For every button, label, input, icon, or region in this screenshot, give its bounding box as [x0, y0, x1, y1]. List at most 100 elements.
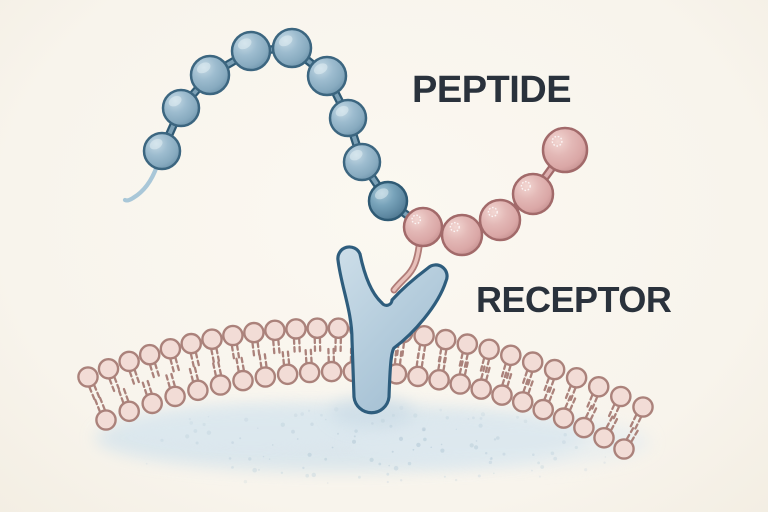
shadow-dot — [160, 438, 164, 442]
shadow-dot — [391, 450, 394, 453]
lipid-tail — [398, 350, 403, 367]
peptide-bead-blue — [342, 142, 382, 182]
lipid-tail — [609, 417, 619, 433]
lipid-head — [138, 343, 161, 366]
shadow-dot — [455, 428, 457, 430]
shadow-dot — [490, 457, 493, 459]
shadow-dot — [307, 409, 311, 412]
lipid-head — [565, 366, 588, 389]
shadow-dot — [307, 452, 312, 457]
bead-highlight — [520, 180, 531, 192]
lipid — [306, 317, 329, 352]
shadow-dot — [244, 417, 249, 422]
lipid-tail — [521, 378, 529, 395]
lipid-head — [499, 344, 522, 367]
shadow-dot — [228, 457, 232, 460]
lipid-tail — [458, 350, 465, 367]
shadow-dot — [358, 475, 361, 479]
bead-highlight — [237, 38, 252, 50]
lipid-tail — [251, 340, 256, 357]
shadow-dot — [386, 472, 390, 476]
lipid — [470, 365, 493, 400]
shadow-dot — [334, 407, 339, 412]
shadow-dot — [185, 434, 190, 439]
lipid-tail — [271, 337, 276, 355]
lipid-head — [413, 324, 435, 347]
shadow-dot — [248, 457, 252, 461]
shadow-dot — [421, 427, 426, 432]
lipid-tail — [189, 351, 195, 368]
lipid-tail — [500, 361, 508, 378]
lipid-head — [407, 365, 429, 388]
lipid — [613, 427, 639, 460]
lipid-tail — [117, 389, 125, 406]
lipid-tail — [235, 342, 241, 359]
lipid-tail — [500, 371, 508, 388]
shadow-dot — [537, 461, 540, 465]
shadow-dot — [257, 427, 259, 429]
lipid — [285, 318, 307, 353]
bead-highlight — [374, 188, 389, 200]
shadow-dot — [472, 416, 475, 420]
lipid-head — [456, 333, 479, 355]
lipid — [97, 357, 121, 393]
lipid — [77, 366, 101, 401]
lipid-tail — [463, 361, 469, 378]
lipid-tail — [94, 398, 102, 415]
lipid — [209, 361, 232, 396]
lipid-tail — [564, 383, 573, 400]
lipid-head — [141, 392, 163, 415]
shadow-dot — [469, 443, 474, 448]
lipid — [586, 375, 610, 410]
bead-highlight — [335, 105, 349, 117]
lipid-head — [254, 366, 277, 388]
shadow-dot — [603, 461, 606, 464]
lipid-head — [543, 358, 566, 381]
lipid — [164, 372, 186, 408]
shadow-dot — [523, 419, 528, 424]
lipid-head — [610, 385, 632, 408]
lipid-head — [613, 438, 635, 460]
lipid — [491, 371, 513, 406]
shadow-dot — [388, 464, 391, 467]
shadow-dot — [443, 475, 446, 478]
shadow-dot — [145, 462, 148, 465]
lipid-tail — [165, 374, 172, 390]
lipid — [521, 351, 544, 386]
lipid-tail — [547, 388, 556, 404]
lipid-tail — [458, 360, 464, 377]
lipid — [243, 321, 265, 357]
shadow-dot — [479, 417, 483, 420]
lipid-tail — [634, 414, 643, 430]
shadow-dot — [262, 455, 265, 458]
lipid-head — [285, 318, 307, 340]
shadow-dot — [423, 437, 427, 442]
peptide-bead-blue — [142, 131, 182, 171]
lipid-head — [306, 317, 329, 340]
lipid-head — [434, 328, 457, 351]
lipid-tail — [87, 384, 96, 401]
bead-highlight — [149, 138, 163, 150]
lipid-tail — [548, 377, 556, 393]
shadow-dot — [252, 467, 257, 473]
lipid-head — [470, 378, 493, 400]
shadow-dot — [440, 448, 445, 453]
peptide-start-tail — [122, 163, 160, 203]
peptide-bead-blue — [189, 54, 231, 96]
shadow-dot — [493, 472, 495, 475]
lipid — [201, 328, 223, 364]
peptide-bead-blue — [328, 98, 368, 138]
lipid — [478, 338, 500, 374]
lipid-tail — [304, 348, 308, 366]
shadow-dot — [324, 457, 328, 461]
lipid-head — [552, 407, 575, 429]
shadow-dot — [291, 429, 295, 434]
receptor-shape — [336, 245, 449, 415]
shadow-dot — [378, 462, 382, 466]
lipid-head — [478, 338, 500, 361]
shadow-dot — [480, 412, 486, 417]
lipid-head — [298, 361, 321, 384]
shadow-dot — [550, 451, 555, 456]
shadow-dot — [243, 480, 248, 484]
